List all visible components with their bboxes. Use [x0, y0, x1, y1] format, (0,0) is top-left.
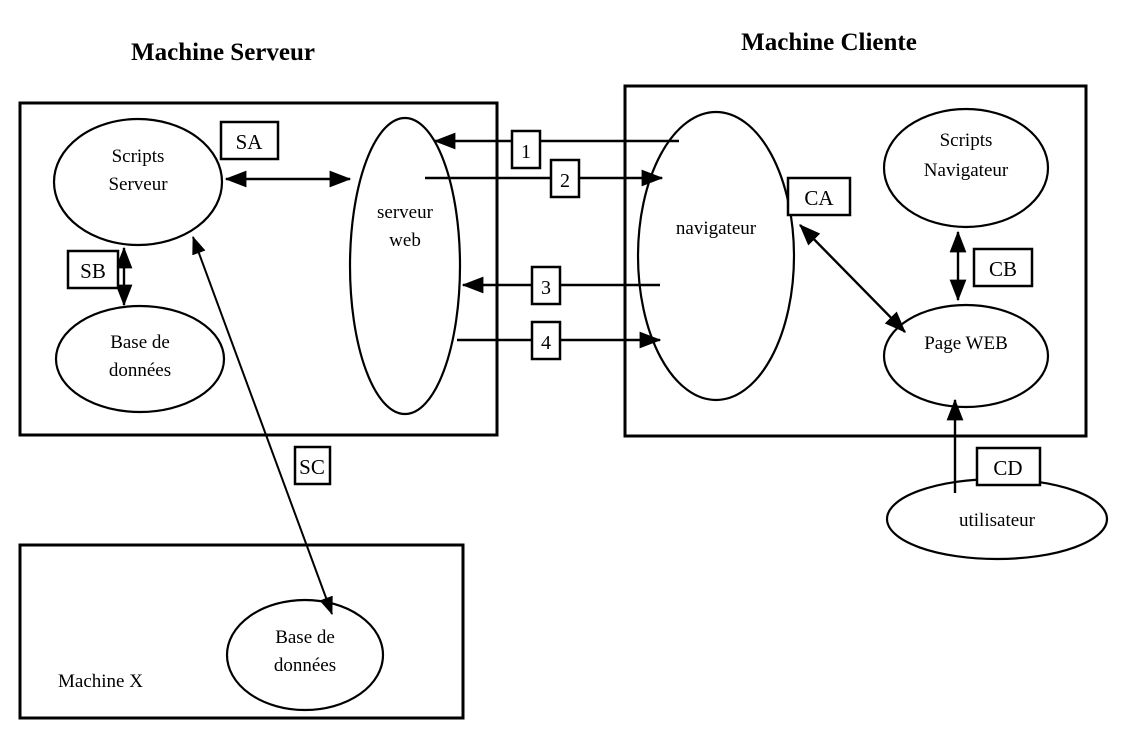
label-box-cd: [975, 446, 1042, 487]
scripts-navigateur-ellipse: [882, 107, 1050, 229]
label-flow-3: 3: [541, 277, 551, 299]
serveur-web-label-line1: serveur: [377, 202, 434, 223]
label-box-flow-4: [530, 320, 562, 361]
label-ca: CA: [804, 186, 834, 210]
label-sa: SA: [236, 130, 264, 154]
base-donnees-machinex-label-line1: Base de: [275, 627, 335, 648]
base-donnees-serveur-label-line1: Base de: [110, 332, 170, 353]
label-box-flow-2: [549, 158, 581, 199]
label-box-sb: [66, 249, 120, 290]
label-box-flow-3: [530, 265, 562, 306]
label-flow-1: 1: [521, 141, 531, 163]
label-sc: SC: [299, 455, 325, 479]
connector-sc-scripts-serveur-machinex: [192, 236, 333, 615]
serveur-web-ellipse: [348, 116, 462, 416]
utilisateur-label: utilisateur: [959, 510, 1036, 531]
label-box-ca: [786, 176, 852, 217]
label-cd: CD: [993, 456, 1022, 480]
label-flow-2: 2: [560, 170, 570, 192]
machine-x-title: Machine X: [58, 671, 143, 692]
scripts-serveur-label-line2: Serveur: [108, 174, 168, 195]
page-web-ellipse: [882, 303, 1050, 409]
label-box-flow-1: [510, 129, 542, 170]
scripts-navigateur-label-line2: Navigateur: [924, 160, 1009, 181]
label-sb: SB: [80, 259, 106, 283]
base-donnees-machinex-label-line2: données: [274, 655, 336, 676]
base-donnees-serveur-label-line2: données: [109, 360, 171, 381]
label-box-cb: [972, 247, 1034, 288]
page-web-label: Page WEB: [924, 333, 1008, 354]
label-cb: CB: [989, 257, 1017, 281]
scripts-serveur-ellipse: [52, 117, 224, 247]
machine-cliente-container: [623, 84, 1088, 438]
base-donnees-serveur-ellipse: [54, 304, 226, 414]
label-box-sc: [293, 445, 332, 486]
label-flow-4: 4: [541, 332, 551, 354]
machine-x-container: [18, 543, 465, 720]
serveur-web-label-line2: web: [389, 230, 421, 251]
machine-serveur-title: Machine Serveur: [131, 39, 315, 66]
label-box-sa: [219, 120, 280, 161]
scripts-serveur-label-line1: Scripts: [112, 146, 165, 167]
scripts-navigateur-label-line1: Scripts: [940, 130, 993, 151]
machine-cliente-title: Machine Cliente: [741, 29, 917, 56]
connector-ca-navigateur-page-web: [799, 224, 906, 333]
navigateur-label: navigateur: [676, 218, 757, 239]
navigateur-ellipse: [636, 110, 796, 402]
